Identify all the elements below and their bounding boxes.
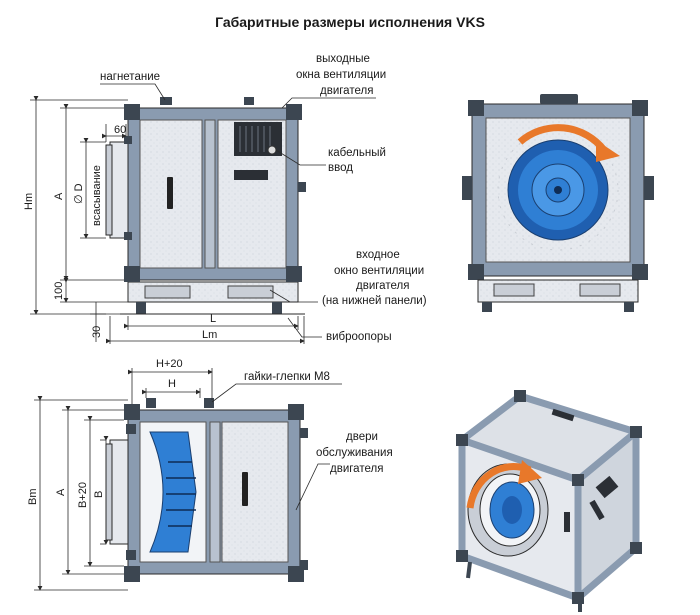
label-nagnetanie: нагнетание — [100, 71, 160, 83]
page-title: Габаритные размеры исполнения VKS — [215, 14, 485, 30]
dim-b: B — [93, 491, 105, 498]
label-vibroopory: виброопоры — [326, 331, 392, 343]
label-vhodnoe-1: входное — [356, 249, 400, 261]
label-vhodnoe-4: (на нижней панели) — [322, 295, 427, 307]
dim-a-side: A — [53, 192, 65, 200]
side-view-dims — [30, 83, 376, 344]
dim-60: 60 — [114, 124, 126, 136]
label-vyhodnye-2: окна вентиляции — [296, 69, 386, 81]
side-view — [105, 97, 306, 315]
top-view — [105, 398, 308, 582]
label-dveri-3: двигателя — [330, 463, 383, 475]
dim-h20: H+20 — [156, 358, 183, 370]
vibro-foot-left — [136, 302, 146, 314]
label-kabelny-2: ввод — [328, 162, 353, 174]
dim-b20: B+20 — [77, 482, 89, 508]
top-view-dims — [34, 368, 342, 591]
label-vyhodnye-3: двигателя — [320, 85, 373, 97]
vibro-foot-right — [272, 302, 282, 314]
label-vsasyvanie: всасывание — [91, 165, 103, 226]
label-dveri-2: обслуживания — [316, 447, 393, 459]
label-gaiki: гайки-глепки М8 — [244, 371, 330, 383]
dim-l: L — [210, 313, 216, 325]
label-dveri-1: двери — [346, 431, 378, 443]
dim-hm: Hm — [23, 193, 35, 210]
label-vyhodnye-1: выходные — [316, 53, 370, 65]
label-vhodnoe-2: окно вентиляции — [334, 265, 424, 277]
label-vhodnoe-3: двигателя — [356, 280, 409, 292]
dim-h: H — [168, 378, 176, 390]
front-view — [462, 94, 654, 312]
dim-bm: Bm — [27, 489, 39, 506]
isometric-view — [456, 390, 642, 612]
dim-a-top: A — [55, 488, 67, 496]
dim-lm: Lm — [202, 329, 217, 341]
label-kabelny-1: кабельный — [328, 147, 386, 159]
dim-100: 100 — [53, 282, 65, 300]
dim-30: 30 — [91, 326, 103, 338]
dim-d: ∅ D — [73, 183, 85, 204]
